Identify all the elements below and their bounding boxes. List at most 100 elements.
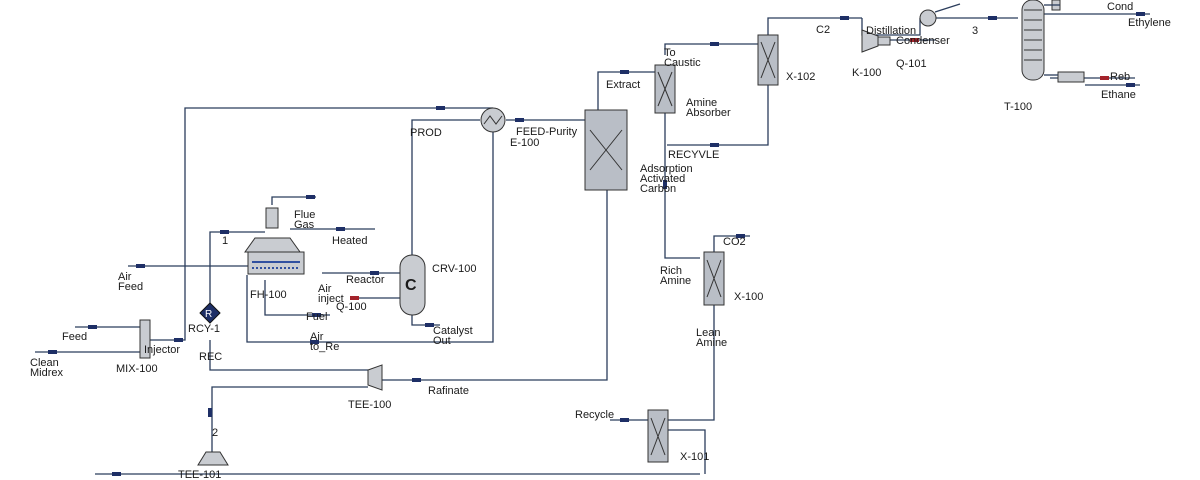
label-feed: Feed <box>62 331 87 343</box>
stream-arrows <box>48 12 1145 476</box>
arrow-icon <box>220 230 229 234</box>
arrow-icon <box>174 338 183 342</box>
distillation-column-t100[interactable] <box>1021 0 1085 83</box>
label-q100: Q-100 <box>336 301 367 313</box>
arrow-icon <box>1126 83 1135 87</box>
arrow-icon <box>710 42 719 46</box>
svg-text:R: R <box>205 309 212 320</box>
energy-arrow-icon <box>350 296 359 300</box>
label-c2: C2 <box>816 24 830 36</box>
arrow-icon <box>136 264 145 268</box>
recycle-icon <box>199 302 221 324</box>
label-t100: T-100 <box>1004 101 1032 113</box>
label-cond: Cond <box>1107 1 1133 13</box>
arrow-icon <box>48 350 57 354</box>
label-distillation: Distillation <box>866 25 916 37</box>
label-tee101: TEE-101 <box>178 469 221 480</box>
arrow-icon <box>840 16 849 20</box>
label-e100: E-100 <box>510 137 539 149</box>
recycle-block-rcy1[interactable]: R <box>199 302 221 324</box>
compressor-k100[interactable] <box>861 29 891 53</box>
tee-tee100[interactable] <box>367 364 383 391</box>
label-feed-purity: FEED-Purity <box>516 126 578 138</box>
label-fh100: FH-100 <box>250 289 287 301</box>
arrow-icon <box>306 195 315 199</box>
arrow-icon <box>663 180 667 189</box>
arrow-icon <box>710 143 719 147</box>
separator-x101[interactable] <box>647 409 669 463</box>
arrow-icon <box>370 271 379 275</box>
mixer-mix100[interactable] <box>139 319 151 359</box>
reactor-crv100[interactable]: C <box>399 254 426 316</box>
label-stream-2: 2 <box>212 427 218 439</box>
label-co2: CO2 <box>723 236 746 248</box>
arrow-icon <box>736 234 745 238</box>
separator-x102[interactable] <box>757 34 779 86</box>
label-x102: X-102 <box>786 71 815 83</box>
label-recyvle: RECYVLE <box>668 149 719 161</box>
arrow-icon <box>208 408 212 417</box>
stream-lines <box>35 3 1150 475</box>
adsorption-column[interactable] <box>584 109 628 191</box>
label-crv100: CRV-100 <box>432 263 476 275</box>
label-x101: X-101 <box>680 451 709 463</box>
arrow-icon <box>620 70 629 74</box>
label-injector: Injector <box>144 344 180 356</box>
energy-arrow-icon <box>910 38 919 42</box>
label-stream-3: 3 <box>972 25 978 37</box>
label-fuel: Fuel <box>306 311 327 323</box>
label-stream-1: 1 <box>222 235 228 247</box>
label-extract: Extract <box>606 79 640 91</box>
compressor-icon <box>861 29 879 53</box>
label-reb: Reb <box>1110 71 1130 83</box>
label-condenser: Condenser <box>896 35 950 47</box>
energy-arrow-icon <box>1100 76 1109 80</box>
label-rec: REC <box>199 351 222 363</box>
heat-exchanger-e100[interactable] <box>480 107 506 133</box>
arrow-icon <box>436 106 445 110</box>
label-rafinate: Rafinate <box>428 385 469 397</box>
label-q101: Q-101 <box>896 58 927 70</box>
label-prod: PROD <box>410 127 442 139</box>
label-ethylene: Ethylene <box>1128 17 1171 29</box>
arrow-icon <box>988 16 997 20</box>
label-reactor: Reactor <box>346 274 385 286</box>
arrow-icon <box>88 325 97 329</box>
arrow-icon <box>425 323 434 327</box>
label-x100: X-100 <box>734 291 763 303</box>
label-k100: K-100 <box>852 67 881 79</box>
arrow-icon <box>310 340 319 344</box>
condenser-icon[interactable] <box>919 9 937 27</box>
arrow-icon <box>112 472 121 476</box>
arrow-icon <box>515 118 524 122</box>
label-rcy1: RCY-1 <box>188 323 220 335</box>
label-recycle: Recycle <box>575 409 614 421</box>
amine-absorber[interactable] <box>654 64 676 114</box>
svg-text:C: C <box>405 277 417 294</box>
arrow-icon <box>620 418 629 422</box>
label-ethane: Ethane <box>1101 89 1136 101</box>
label-heated: Heated <box>332 235 367 247</box>
arrow-icon <box>412 378 421 382</box>
label-mix100: MIX-100 <box>116 363 158 375</box>
fired-heater-fh100[interactable] <box>244 207 305 275</box>
arrow-icon <box>312 313 321 317</box>
tee-tee101[interactable] <box>197 451 229 466</box>
separator-x100[interactable] <box>703 251 725 306</box>
label-tee100: TEE-100 <box>348 399 391 411</box>
arrow-icon <box>336 227 345 231</box>
arrow-icon <box>1136 12 1145 16</box>
